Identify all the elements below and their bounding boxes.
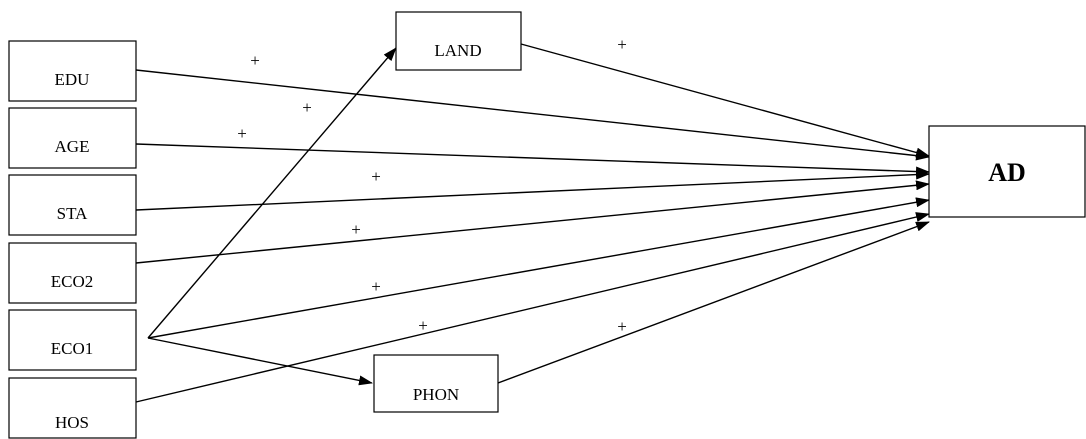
edges-layer <box>135 43 930 403</box>
node-label-ad: AD <box>988 158 1026 187</box>
edge-eco1-to-phon <box>147 337 373 386</box>
sign-label-phon-ad: + <box>617 317 627 336</box>
nodes-layer: EDU AGE STA ECO2 ECO1 HOS LAND PHON AD <box>8 11 1086 439</box>
node-box-age <box>8 107 137 169</box>
sign-label-eco1-land: + <box>302 98 312 117</box>
edge-phon-to-ad <box>497 221 930 384</box>
node-label-eco1: ECO1 <box>51 339 94 358</box>
sign-label-sta-ad: + <box>371 167 381 186</box>
sign-label-land-ad: + <box>617 35 627 54</box>
sign-label-hos-ad: + <box>418 316 428 335</box>
sign-label-eco2-ad: + <box>351 220 361 239</box>
edge-land-to-ad <box>520 43 930 158</box>
sign-label-age-ad: + <box>237 124 247 143</box>
edge-eco1-to-land <box>147 47 397 339</box>
node-box-eco2 <box>8 242 137 304</box>
node-box-sta <box>8 174 137 236</box>
edge-age-to-ad <box>135 143 930 177</box>
node-label-phon: PHON <box>413 385 459 404</box>
node-label-eco2: ECO2 <box>51 272 94 291</box>
node-label-sta: STA <box>57 204 88 223</box>
sign-label-eco1-ad: + <box>371 277 381 296</box>
node-label-hos: HOS <box>55 413 89 432</box>
edge-sta-to-ad <box>135 169 930 211</box>
node-box-eco1 <box>8 309 137 371</box>
node-label-edu: EDU <box>55 70 90 89</box>
sign-label-edu-ad: + <box>250 51 260 70</box>
signs-layer: + + + + + + + + + <box>237 35 627 336</box>
edge-eco2-to-ad <box>135 180 930 264</box>
edge-hos-to-ad <box>135 212 930 403</box>
node-box-land <box>395 11 522 71</box>
node-box-edu <box>8 40 137 102</box>
node-box-hos <box>8 377 137 439</box>
node-label-land: LAND <box>434 41 481 60</box>
edge-eco1-to-ad <box>147 197 930 339</box>
node-label-age: AGE <box>55 137 90 156</box>
edge-edu-to-ad <box>135 69 930 161</box>
node-box-phon <box>373 354 499 413</box>
node-box-ad <box>928 125 1086 218</box>
